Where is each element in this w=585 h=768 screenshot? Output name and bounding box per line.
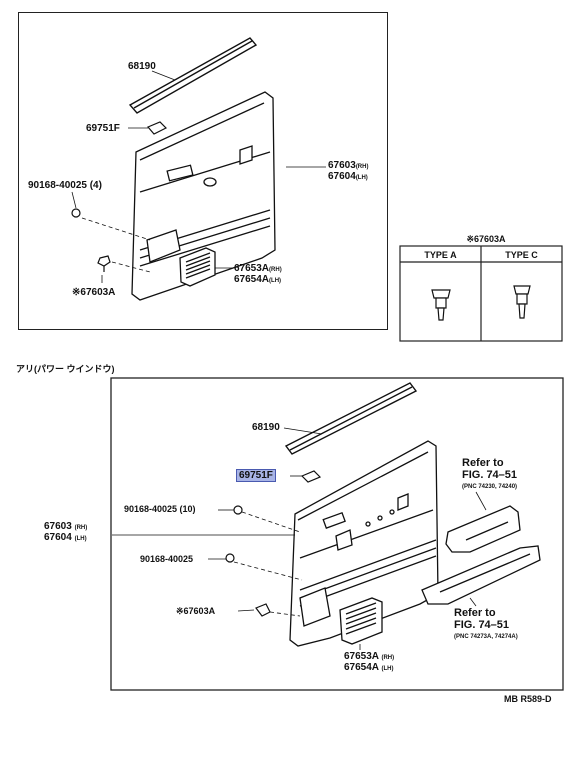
bottom-door-panel — [289, 440, 439, 647]
bottom-label-69751F: 69751F — [236, 469, 276, 482]
top-label-67603A: ※67603A — [72, 287, 116, 298]
bottom-label-67603-rh: (RH) — [74, 525, 88, 531]
bottom-label-90168-10: 90168-40025 (10) — [124, 504, 196, 514]
bottom-ref2-line2: FIG. 74–51 — [454, 619, 510, 631]
bottom-label-67653A: 67653A (RH) — [344, 651, 395, 662]
bottom-fasteners — [225, 505, 271, 617]
bottom-label-67603A: ※67603A — [176, 606, 216, 616]
type-table-frame — [399, 245, 563, 342]
bottom-armrest-upper — [445, 505, 521, 553]
top-weatherstrip — [128, 37, 258, 114]
bottom-speaker-grille — [339, 597, 383, 645]
bottom-label-67603: 67603 (RH) — [44, 521, 88, 532]
bottom-label-67653A-rh: (RH) — [381, 655, 395, 661]
bottom-69751F-clip — [300, 470, 322, 483]
top-label-67654A-lh: (LH) — [269, 278, 282, 284]
type-c-clip-icon — [513, 285, 531, 319]
top-door-panel — [131, 91, 276, 301]
bottom-label-67604-lh: (LH) — [74, 536, 87, 542]
bottom-label-90168: 90168-40025 — [140, 554, 194, 564]
bottom-ref2-pnc: (PNC 74273A, 74274A) — [454, 634, 518, 640]
top-fasteners — [71, 208, 111, 272]
bottom-ref2-line1: Refer to — [454, 607, 496, 619]
top-label-68190: 68190 — [128, 61, 156, 72]
bottom-weatherstrip — [284, 382, 418, 455]
bottom-ref1-line1: Refer to — [462, 457, 504, 469]
type-a-clip-icon — [431, 289, 451, 321]
top-label-67604: 67604(LH) — [328, 171, 368, 182]
bottom-ref1-line2: FIG. 74–51 — [462, 469, 518, 481]
top-label-67654A: 67654A(LH) — [234, 274, 282, 285]
top-speaker-grille — [179, 247, 216, 287]
top-label-69751F: 69751F — [86, 123, 120, 134]
top-label-67603-rh: (RH) — [355, 164, 369, 170]
top-label-67653A-rh: (RH) — [269, 267, 282, 273]
top-diagram-frame — [18, 12, 388, 330]
top-label-67604-lh: (LH) — [355, 175, 368, 181]
bottom-armrest-lower — [421, 545, 541, 605]
bottom-label-67654A-lh: (LH) — [381, 666, 394, 672]
top-69751F-clip — [147, 121, 168, 135]
type-table-col-c: TYPE C — [505, 250, 538, 260]
top-label-67653A: 67653A(RH) — [234, 263, 282, 274]
bottom-ref1-pnc: (PNC 74230, 74240) — [462, 484, 518, 490]
type-table-col-a: TYPE A — [424, 250, 457, 260]
bottom-caption: アリ(パワー ウインドウ) — [16, 364, 115, 374]
top-label-90168-4: 90168-40025 (4) — [28, 180, 102, 191]
top-label-67603: 67603(RH) — [328, 160, 369, 171]
footer-code: MB R589-D — [504, 694, 552, 704]
bottom-label-67654A: 67654A (LH) — [344, 662, 394, 673]
type-table-title: ※67603A — [466, 234, 506, 244]
bottom-label-67604: 67604 (LH) — [44, 532, 87, 543]
bottom-label-68190: 68190 — [252, 422, 280, 433]
